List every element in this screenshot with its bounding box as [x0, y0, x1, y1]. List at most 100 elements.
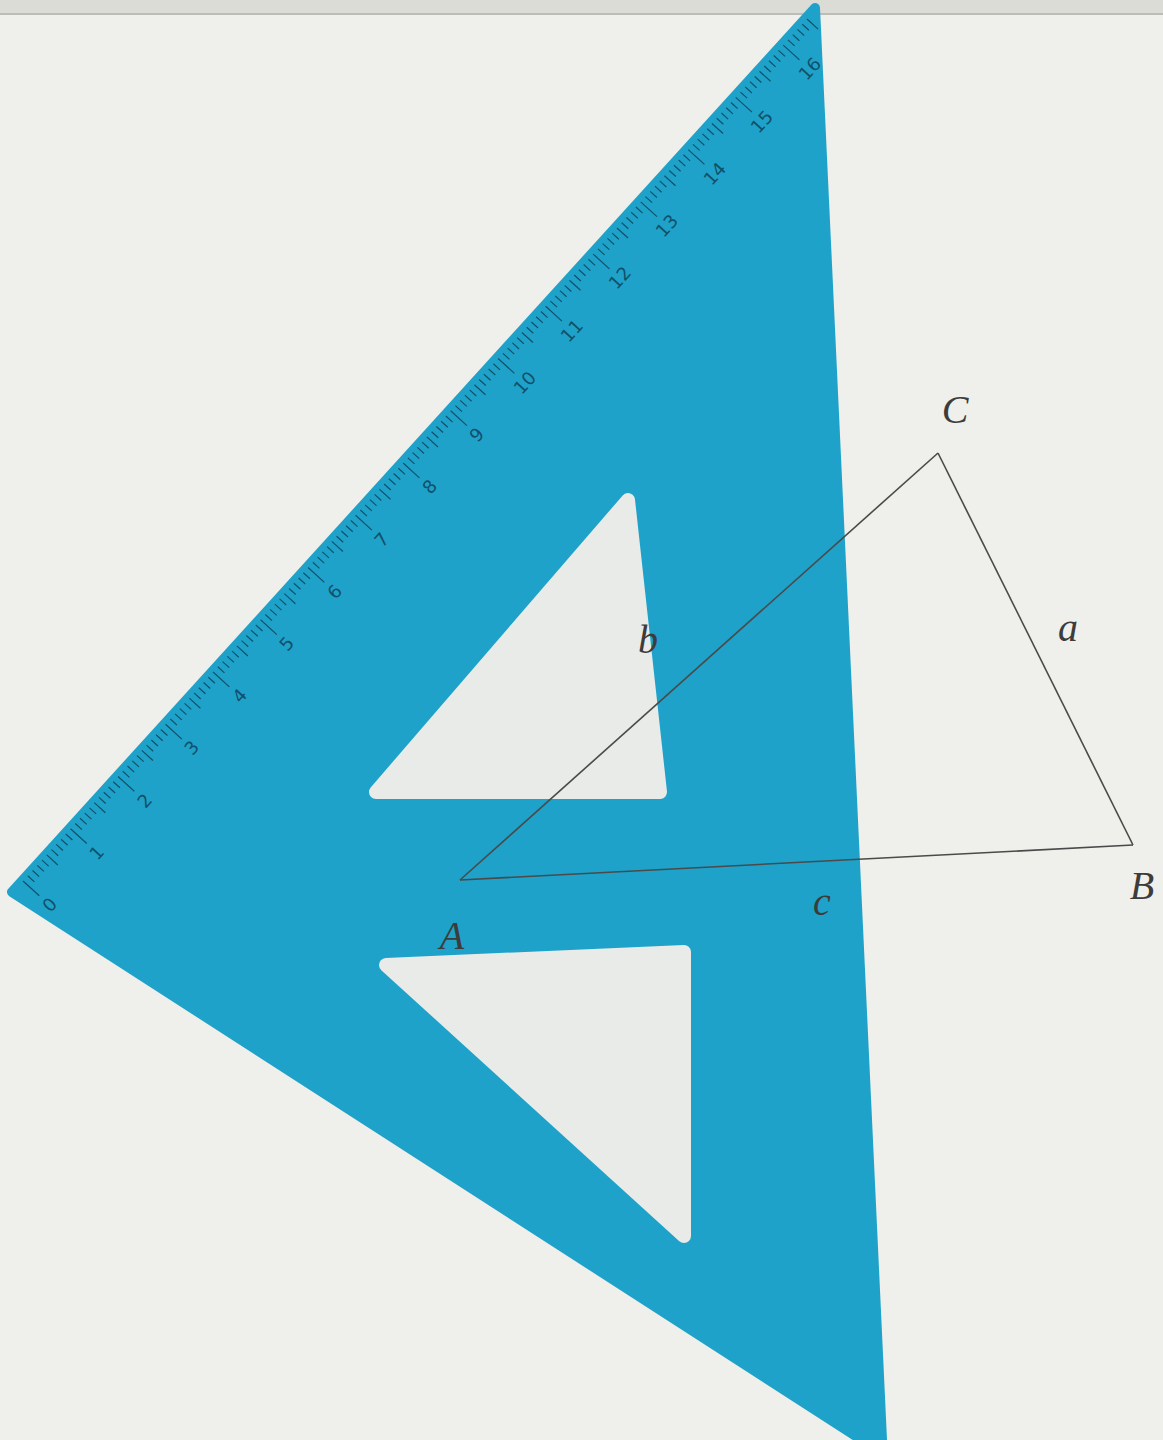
ruler-tick — [199, 688, 206, 694]
ruler-tick — [61, 839, 68, 845]
ruler-tick — [740, 92, 747, 98]
ruler-tick — [403, 463, 419, 478]
ruler-tick — [85, 813, 92, 819]
ruler-tick — [655, 186, 662, 192]
ruler-tick — [531, 322, 538, 328]
ruler-tick — [232, 651, 239, 657]
ruler-tick — [631, 212, 638, 218]
ruler-tick — [337, 536, 344, 542]
ruler-tick — [527, 327, 534, 333]
vertex-label: A — [440, 916, 464, 956]
ruler-tick — [56, 844, 63, 850]
ruler-tick — [622, 223, 629, 229]
ruler-number: 12 — [605, 264, 634, 293]
ruler-tick — [242, 641, 249, 647]
ruler-tick — [360, 510, 367, 516]
ruler-tick — [313, 562, 320, 568]
ruler-tick — [175, 714, 182, 720]
ruler-tick — [550, 301, 557, 307]
ruler-tick — [688, 150, 704, 165]
ruler-tick — [712, 123, 723, 133]
ruler-tick — [588, 259, 595, 265]
ruler-tick — [441, 421, 448, 427]
ruler-tick — [745, 87, 752, 93]
ruler-tick — [128, 766, 135, 772]
ruler-tick — [474, 385, 485, 395]
ruler-tick — [636, 207, 643, 213]
ruler-tick — [446, 416, 453, 422]
ruler-tick — [479, 379, 486, 385]
ruler-tick — [546, 306, 562, 321]
ruler-tick — [736, 97, 752, 112]
ruler-tick — [764, 66, 771, 72]
ruler-tick — [251, 630, 258, 636]
ruler-tick — [80, 818, 87, 824]
ruler-tick — [512, 343, 519, 349]
ruler-tick — [398, 468, 405, 474]
ruler-tick — [702, 134, 709, 140]
ruler-tick — [166, 724, 182, 739]
ruler-tick — [123, 771, 130, 777]
ruler-tick — [104, 792, 111, 798]
ruler-tick — [484, 374, 491, 380]
ruler-tick — [289, 588, 296, 594]
ruler-tick — [455, 406, 462, 412]
ruler-tick — [617, 228, 628, 238]
ruler-number: 6 — [324, 581, 345, 602]
ruler-tick — [726, 108, 733, 114]
ruler-tick — [327, 547, 334, 553]
ruler-number: 9 — [467, 425, 488, 446]
ruler-tick — [204, 682, 211, 688]
ruler-tick — [299, 578, 306, 584]
ruler-tick — [208, 677, 215, 683]
vertex-label: C — [942, 390, 969, 430]
ruler-tick — [517, 338, 524, 344]
ruler-tick — [802, 24, 809, 30]
ruler-tick — [750, 82, 757, 88]
ruler-number: 1 — [87, 843, 108, 864]
ruler-tick — [721, 113, 728, 119]
ruler-tick — [508, 348, 515, 354]
ruler-number: 7 — [372, 529, 393, 550]
ruler-tick — [118, 777, 134, 792]
ruler-number: 8 — [419, 477, 440, 498]
ruler-tick — [493, 364, 500, 370]
ruler-tick — [664, 176, 675, 186]
set-square — [12, 8, 882, 1440]
ruler-tick — [555, 296, 562, 302]
ruler-tick — [389, 479, 396, 485]
ruler-tick — [731, 103, 738, 109]
ruler-tick — [151, 740, 158, 746]
ruler-tick — [147, 745, 154, 751]
side-a — [938, 453, 1133, 845]
ruler-tick — [574, 275, 581, 281]
ruler-tick — [460, 400, 467, 406]
ruler-tick — [503, 353, 510, 359]
ruler-tick — [90, 808, 97, 814]
ruler-tick — [674, 165, 681, 171]
ruler-tick — [465, 395, 472, 401]
ruler-tick — [598, 249, 605, 255]
ruler-tick — [227, 656, 234, 662]
ruler-tick — [185, 703, 192, 709]
ruler-tick — [498, 359, 514, 374]
ruler-tick — [565, 285, 572, 291]
ruler-tick — [156, 735, 163, 741]
ruler-tick — [23, 881, 39, 896]
ruler-tick — [489, 369, 496, 375]
ruler-tick — [99, 797, 106, 803]
ruler-tick — [417, 447, 424, 453]
ruler-tick — [256, 625, 263, 631]
ruler-tick — [384, 484, 391, 490]
ruler-tick — [237, 646, 248, 656]
ruler-tick — [408, 458, 415, 464]
side-label: a — [1058, 608, 1078, 648]
ruler-tick — [669, 170, 676, 176]
ruler-number: 10 — [510, 368, 539, 397]
ruler-tick — [303, 573, 310, 579]
ruler-tick — [218, 667, 225, 673]
ruler-tick — [788, 40, 795, 46]
ruler-tick — [71, 829, 87, 844]
ruler-tick — [189, 698, 200, 708]
ruler-tick — [560, 291, 567, 297]
